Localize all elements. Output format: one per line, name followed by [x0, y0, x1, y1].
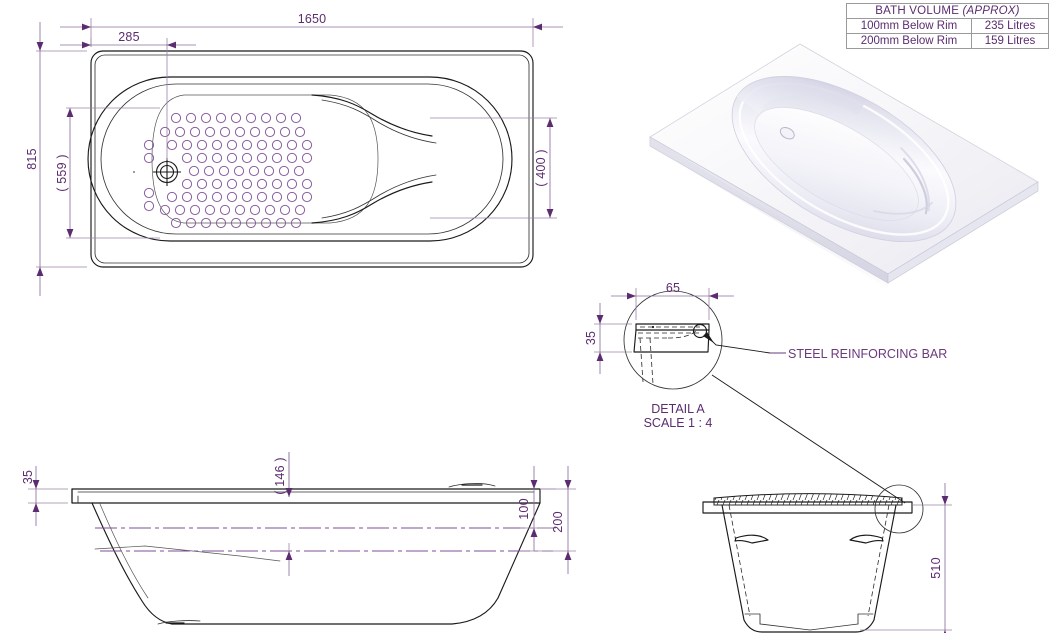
- dot-row: [143, 187, 313, 203]
- dot-row: [143, 152, 313, 164]
- detail-hidden-5: [649, 337, 654, 385]
- dim-559-text: ( 559 ): [55, 154, 69, 192]
- side-seat-slope: [94, 545, 281, 562]
- dot-row: [143, 139, 313, 151]
- dot-row: [170, 112, 302, 124]
- armrest-ridge-1: [902, 157, 928, 215]
- dim-146-text: ( 146 ): [273, 457, 287, 495]
- dim-water-200: 200: [520, 466, 576, 574]
- waste-outlet: [153, 158, 181, 186]
- isometric-render: [645, 42, 1045, 307]
- table-header-cell: BATH VOLUME (APPROX): [846, 3, 1049, 19]
- plan-inner-rim: [94, 54, 530, 264]
- detail-a-circle: [623, 290, 723, 390]
- side-body-inner: [99, 503, 149, 599]
- detail-hidden-curve: [667, 329, 698, 339]
- table-row: 200mm Below Rim 159 Litres: [845, 33, 1049, 49]
- anti-slip-dot-pattern: [143, 112, 313, 229]
- dim-1650-text: 1650: [298, 12, 327, 26]
- side-headrest-bump: [448, 483, 496, 488]
- dot-row: [143, 200, 306, 216]
- dot-row: [159, 126, 306, 138]
- dim-100-text: 100: [517, 498, 531, 519]
- detail-a-locator-circle: [874, 484, 924, 534]
- dim-internal-end: ( 400 ): [430, 117, 557, 219]
- dim-285-text: 285: [118, 30, 139, 44]
- dim-overall-height: 510: [860, 483, 952, 633]
- end-armrest-left: [734, 534, 769, 544]
- detail-hidden-4: [639, 337, 644, 383]
- table-header-note: (APPROX): [962, 5, 1020, 17]
- table-header-label: BATH VOLUME: [875, 5, 960, 17]
- dim-overall-width: 815: [25, 22, 87, 296]
- side-foot-line: [157, 620, 201, 625]
- detail-a-section: [633, 323, 710, 385]
- dim-35-detail-text: 35: [584, 331, 598, 345]
- armrest-ridge-3: [873, 201, 933, 215]
- steel-bar-leader: [703, 332, 786, 354]
- plan-armrest-upper-2: [321, 99, 437, 144]
- side-rim-slab: [71, 488, 541, 504]
- detail-centre-dot: [651, 325, 655, 329]
- bowl-group: [731, 76, 957, 242]
- dim-65-text: 65: [666, 281, 680, 295]
- side-elevation: 35 ( 146 ) 100: [21, 452, 576, 625]
- dim-waste-offset: 285: [60, 30, 196, 160]
- dot-row: [170, 217, 302, 229]
- volume-row-1-label: 200mm Below Rim: [845, 33, 973, 49]
- steel-bar-annotation: STEEL REINFORCING BAR: [788, 347, 947, 361]
- end-base-line: [759, 623, 859, 631]
- render-shadow: [650, 137, 888, 288]
- end-armrest-right: [849, 534, 884, 544]
- render-svg: [649, 43, 1039, 288]
- plan-view: 1650 285 815: [25, 12, 563, 296]
- plan-floor-contour: [151, 94, 379, 224]
- dim-35-side-text: 35: [21, 470, 35, 484]
- dim-rim-width: 65: [611, 281, 734, 320]
- dim-internal-width: ( 559 ): [55, 107, 160, 239]
- dim-rim-thickness: 35: [584, 303, 632, 374]
- steel-bar-section: [692, 323, 708, 339]
- table-header-row: BATH VOLUME (APPROX): [846, 3, 1049, 19]
- dot-row: [188, 165, 305, 177]
- bowl-floor: [754, 107, 919, 221]
- bath-volume-table: BATH VOLUME (APPROX) 100mm Below Rim 235…: [845, 3, 1049, 49]
- dot-row: [181, 178, 313, 190]
- volume-row-1-value: 159 Litres: [971, 33, 1049, 49]
- plan-armrest-upper-1: [311, 94, 433, 137]
- bowl-wall-shade: [736, 77, 867, 116]
- dim-water-100: 100: [517, 466, 556, 551]
- detail-rim-body: [633, 329, 710, 353]
- steel-bar-leader-line: [704, 333, 771, 354]
- dim-400-text: ( 400 ): [534, 149, 548, 187]
- end-foot-left: [744, 613, 761, 625]
- detail-a-title: DETAIL A: [651, 402, 705, 416]
- dim-815-text: 815: [25, 148, 39, 169]
- steel-bar-leader-arrow: [703, 332, 714, 343]
- end-elevation: 510: [702, 483, 952, 633]
- dim-510-text: 510: [929, 557, 943, 578]
- centre-mark-dot: [133, 171, 135, 173]
- end-body-profile: [721, 504, 897, 633]
- end-body-inner-left: [728, 504, 751, 617]
- detail-a-locator-leader: [711, 374, 906, 504]
- plan-bowl-opening: [87, 76, 513, 242]
- detail-a: 65 35 DETAIL A SCALE 1 : 4 STEEL REINFOR…: [584, 281, 947, 504]
- dim-200-text: 200: [551, 511, 565, 532]
- plan-outer-rim: [90, 50, 534, 268]
- plan-bowl-inner: [100, 83, 504, 235]
- rim-edge-front-right: [887, 181, 1039, 284]
- dim-internal-depth: ( 146 ): [273, 452, 293, 576]
- end-foot-right: [857, 613, 874, 625]
- end-body-inner-right: [867, 504, 890, 617]
- dim-side-rim-thickness: 35: [21, 466, 68, 526]
- waste-hole-3d: [779, 126, 795, 140]
- end-rim-hatched: [713, 493, 903, 506]
- plan-armrest-lower-2: [321, 174, 437, 219]
- side-body-profile: [91, 502, 541, 625]
- detail-a-scale: SCALE 1 : 4: [644, 416, 713, 430]
- plan-armrest-lower-1: [311, 181, 433, 224]
